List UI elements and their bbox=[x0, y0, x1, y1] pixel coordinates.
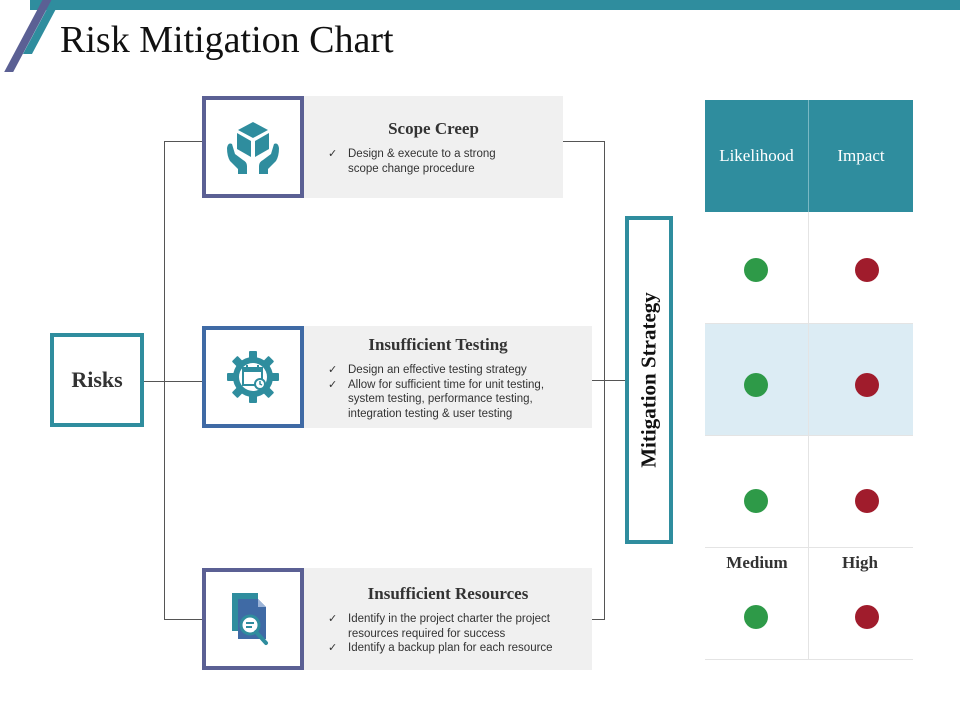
column-divider bbox=[808, 100, 809, 212]
risks-root-label: Risks bbox=[71, 367, 123, 392]
mitigation-strategy-label: Mitigation Strategy bbox=[636, 292, 661, 468]
page-title: Risk Mitigation Chart bbox=[60, 19, 394, 61]
risk-title: Scope Creep bbox=[388, 119, 479, 138]
connector-line bbox=[563, 141, 605, 142]
column-header-likelihood: Likelihood bbox=[705, 100, 808, 212]
column-header-impact: Impact bbox=[809, 100, 913, 212]
level-label-medium: Medium bbox=[726, 553, 788, 572]
likelihood-dot bbox=[744, 489, 768, 513]
risk-bullet: Allow for sufficient time for unit testi… bbox=[326, 378, 544, 422]
connector-line bbox=[164, 619, 204, 620]
column-divider bbox=[808, 100, 809, 660]
risk-card: Insufficient Resources Identify in the p… bbox=[304, 568, 592, 670]
connector-line bbox=[592, 380, 625, 381]
risk-bullet: Design an effective testing strategy bbox=[326, 363, 544, 378]
row-divider bbox=[705, 323, 913, 324]
risk-icon-box bbox=[202, 326, 304, 428]
risk-icon-box bbox=[202, 568, 304, 670]
connector-line bbox=[604, 141, 605, 620]
risk-bullet: Identify in the project charter the proj… bbox=[326, 612, 553, 641]
impact-dot bbox=[855, 605, 879, 629]
risk-icon-box bbox=[202, 96, 304, 198]
connector-line bbox=[592, 619, 605, 620]
hands-cube-icon bbox=[227, 122, 279, 174]
highlight-band bbox=[705, 323, 913, 435]
impact-dot bbox=[855, 373, 879, 397]
row-divider bbox=[705, 547, 913, 548]
top-accent-bar bbox=[30, 0, 960, 10]
impact-dot bbox=[855, 258, 879, 282]
connector-line bbox=[164, 141, 204, 142]
impact-dot bbox=[855, 489, 879, 513]
connector-line bbox=[164, 141, 165, 620]
risk-title: Insufficient Testing bbox=[368, 335, 508, 354]
risk-bullets: Design & execute to a strong scope chang… bbox=[326, 147, 496, 176]
row-divider bbox=[705, 435, 913, 436]
likelihood-dot bbox=[744, 605, 768, 629]
level-label-high: High bbox=[842, 553, 878, 572]
connector-line bbox=[144, 381, 204, 382]
risk-bullets: Identify in the project charter the proj… bbox=[326, 612, 553, 656]
likelihood-dot bbox=[744, 373, 768, 397]
risk-card: Insufficient Testing Design an effective… bbox=[304, 326, 592, 428]
risk-card: Scope Creep Design & execute to a strong… bbox=[304, 96, 563, 198]
risk-bullet: Identify a backup plan for each resource bbox=[326, 641, 553, 656]
risks-root-box: Risks bbox=[50, 333, 144, 427]
risk-title: Insufficient Resources bbox=[367, 584, 529, 603]
likelihood-impact-matrix: Likelihood Impact Medium High bbox=[705, 100, 913, 660]
risk-bullet: Design & execute to a strong scope chang… bbox=[326, 147, 496, 176]
gear-calendar-icon bbox=[227, 351, 279, 403]
document-search-icon bbox=[232, 593, 268, 645]
likelihood-dot bbox=[744, 258, 768, 282]
risk-bullets: Design an effective testing strategy All… bbox=[326, 363, 544, 421]
row-divider bbox=[705, 659, 913, 660]
mitigation-strategy-box: Mitigation Strategy bbox=[625, 216, 673, 544]
